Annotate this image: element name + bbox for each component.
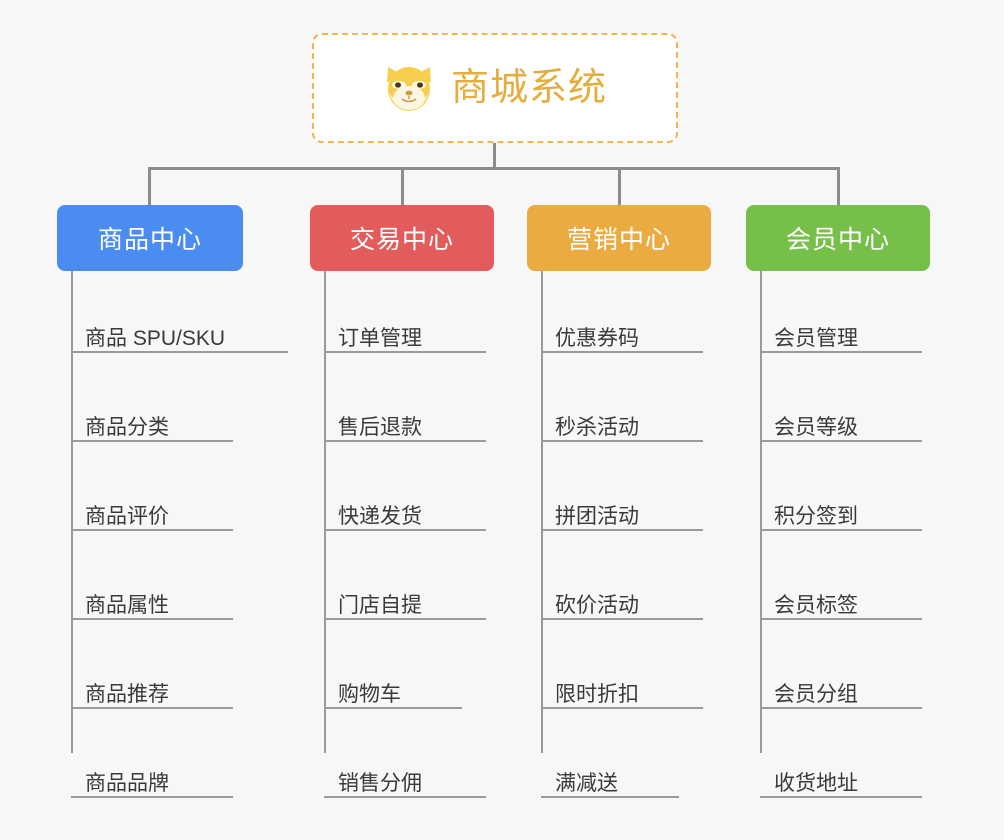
leaf-underline bbox=[71, 351, 288, 353]
leaf-underline bbox=[541, 440, 703, 442]
leaf-label: 商品属性 bbox=[85, 594, 169, 617]
leaf-underline bbox=[324, 529, 486, 531]
leaf-label: 商品推荐 bbox=[85, 683, 169, 706]
leaf-label: 满减送 bbox=[555, 772, 618, 795]
branch-spine-1 bbox=[71, 271, 73, 753]
leaf-label: 会员等级 bbox=[774, 416, 858, 439]
leaf-label: 门店自提 bbox=[338, 594, 422, 617]
leaf-label: 售后退款 bbox=[338, 416, 422, 439]
leaf-underline bbox=[541, 618, 703, 620]
branch-drop-connector-1 bbox=[148, 167, 151, 207]
leaf-underline bbox=[760, 618, 922, 620]
leaf-underline bbox=[324, 618, 486, 620]
leaf-label: 会员标签 bbox=[774, 594, 858, 617]
leaf-label: 收货地址 bbox=[774, 772, 858, 795]
leaf-underline bbox=[760, 529, 922, 531]
leaf-underline bbox=[324, 796, 486, 798]
leaf-underline bbox=[71, 529, 233, 531]
branch-spine-2 bbox=[324, 271, 326, 753]
leaf-underline bbox=[324, 440, 486, 442]
leaf-label: 商品品牌 bbox=[85, 772, 169, 795]
leaf-label: 会员分组 bbox=[774, 683, 858, 706]
bus-connector bbox=[148, 167, 840, 170]
branch-header-3[interactable]: 营销中心 bbox=[527, 205, 711, 271]
branch-drop-connector-2 bbox=[401, 167, 404, 207]
leaf-label: 会员管理 bbox=[774, 327, 858, 350]
leaf-label: 商品分类 bbox=[85, 416, 169, 439]
branch-header-4[interactable]: 会员中心 bbox=[746, 205, 930, 271]
leaf-label: 购物车 bbox=[338, 683, 401, 706]
leaf-underline bbox=[71, 707, 233, 709]
leaf-label: 优惠券码 bbox=[555, 327, 639, 350]
leaf-underline bbox=[760, 796, 922, 798]
leaf-underline bbox=[541, 707, 703, 709]
root-node[interactable]: 商城系统 bbox=[312, 33, 678, 143]
leaf-label: 限时折扣 bbox=[555, 683, 639, 706]
branch-header-label-3: 营销中心 bbox=[566, 226, 671, 254]
leaf-label: 快递发货 bbox=[338, 505, 422, 528]
leaf-underline bbox=[71, 796, 233, 798]
leaf-underline bbox=[324, 707, 462, 709]
leaf-label: 砍价活动 bbox=[555, 594, 639, 617]
branch-drop-connector-3 bbox=[618, 167, 621, 207]
leaf-underline bbox=[541, 529, 703, 531]
leaf-label: 销售分佣 bbox=[338, 772, 422, 795]
branch-header-label-4: 会员中心 bbox=[785, 226, 890, 254]
leaf-label: 商品 SPU/SKU bbox=[85, 327, 226, 350]
leaf-underline bbox=[541, 796, 679, 798]
leaf-underline bbox=[71, 440, 233, 442]
leaf-label: 拼团活动 bbox=[555, 505, 639, 528]
branch-header-label-1: 商品中心 bbox=[97, 226, 202, 254]
leaf-underline bbox=[760, 440, 922, 442]
branch-drop-connector-4 bbox=[837, 167, 840, 207]
root-title: 商城系统 bbox=[450, 67, 607, 109]
root-stub-connector bbox=[493, 143, 496, 170]
leaf-label: 秒杀活动 bbox=[555, 416, 639, 439]
leaf-label: 订单管理 bbox=[338, 327, 422, 350]
leaf-underline bbox=[324, 351, 486, 353]
leaf-underline bbox=[541, 351, 703, 353]
shiba-dog-icon bbox=[386, 67, 431, 111]
leaf-label: 积分签到 bbox=[774, 505, 858, 528]
leaf-underline bbox=[760, 351, 922, 353]
leaf-underline bbox=[760, 707, 922, 709]
branch-spine-3 bbox=[541, 271, 543, 753]
branch-header-1[interactable]: 商品中心 bbox=[57, 205, 243, 271]
branch-spine-4 bbox=[760, 271, 762, 753]
branch-header-label-2: 交易中心 bbox=[349, 226, 454, 254]
leaf-underline bbox=[71, 618, 233, 620]
branch-header-2[interactable]: 交易中心 bbox=[310, 205, 494, 271]
leaf-label: 商品评价 bbox=[85, 505, 169, 528]
